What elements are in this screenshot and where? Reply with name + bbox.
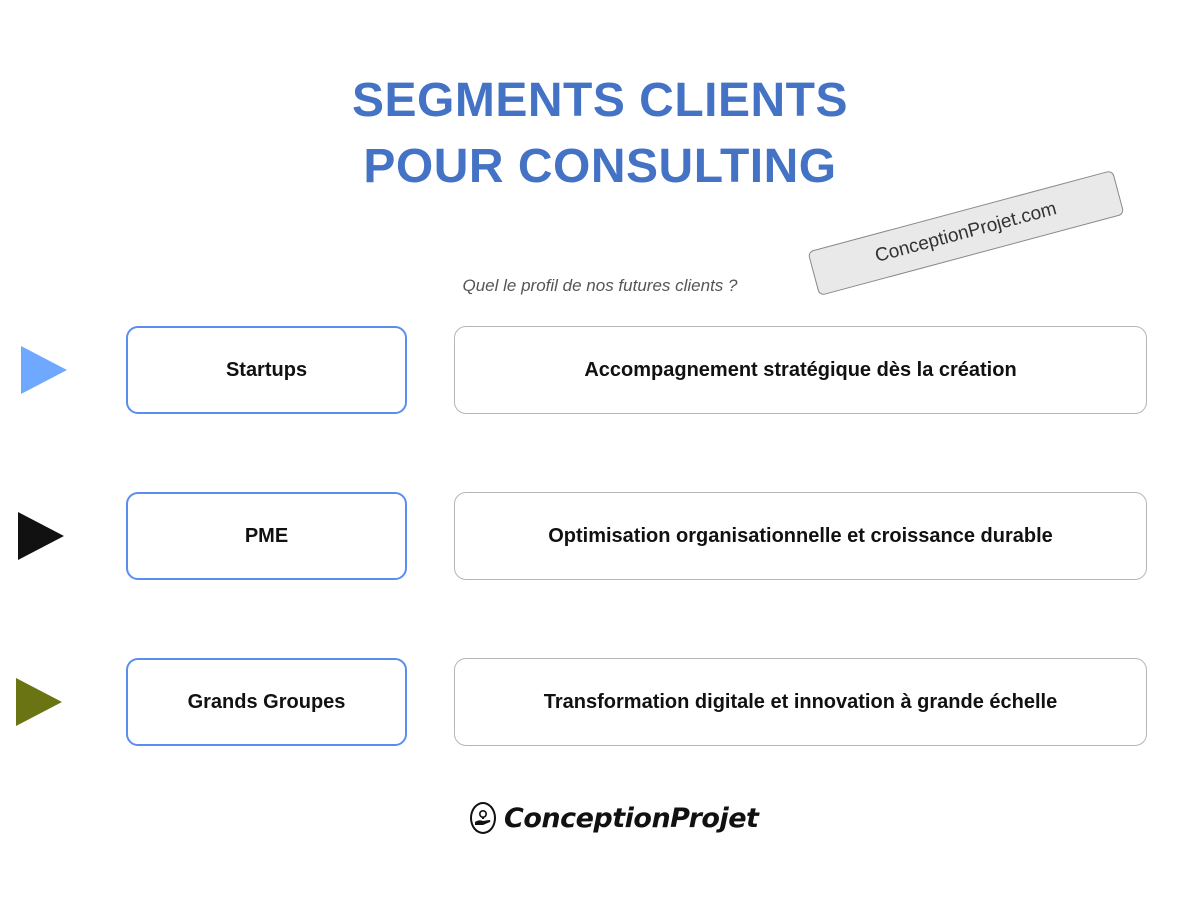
segment-description: Optimisation organisationnelle et croiss…	[548, 524, 1053, 547]
title-line-2: POUR CONSULTING	[363, 140, 837, 193]
segment-description: Accompagnement stratégique dès la créati…	[584, 358, 1017, 381]
segment-label: Startups	[225, 358, 308, 381]
footer-logo: ConceptionProjet	[470, 796, 759, 840]
segment-box-grands-groupes: Grands Groupes	[126, 658, 407, 746]
title-line-1: SEGMENTS CLIENTS	[351, 74, 849, 127]
description-box-startups: Accompagnement stratégique dès la créati…	[454, 326, 1147, 414]
segment-label: PME	[244, 524, 289, 547]
description-box-grands-groupes: Transformation digitale et innovation à …	[454, 658, 1147, 746]
segment-label: Grands Groupes	[187, 690, 346, 713]
segment-box-pme: PME	[126, 492, 407, 580]
arrow-icon-grands-groupes	[16, 678, 62, 726]
arrow-icon-pme	[18, 512, 64, 560]
description-box-pme: Optimisation organisationnelle et croiss…	[454, 492, 1147, 580]
segment-box-startups: Startups	[126, 326, 407, 414]
arrow-icon-startups	[21, 346, 67, 394]
page-title: SEGMENTS CLIENTS POUR CONSULTING	[0, 68, 1200, 200]
hand-holding-idea-icon	[470, 802, 496, 834]
subtitle: Quel le profil de nos futures clients ?	[462, 276, 738, 295]
logo-text: ConceptionProjet	[504, 802, 759, 834]
segment-description: Transformation digitale et innovation à …	[543, 690, 1058, 713]
